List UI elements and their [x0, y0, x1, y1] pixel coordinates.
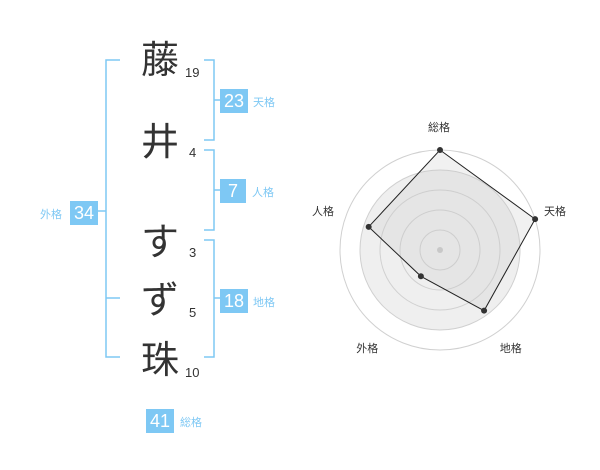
name-char-2: 井	[140, 120, 179, 164]
radar-axis-label-4: 外格	[356, 341, 379, 355]
radar-ring	[379, 189, 501, 311]
gaikaku-value: 34	[70, 201, 98, 225]
radar-ring	[419, 229, 461, 271]
name-char-1: 藤	[140, 38, 179, 82]
gaikaku-label: 外格	[40, 208, 62, 221]
stroke-count-3: 3	[189, 245, 197, 260]
radar-point-2	[532, 216, 539, 223]
radar-point-4	[417, 273, 424, 280]
radar-point-5	[365, 223, 372, 230]
radar-axis-label-1: 総格	[428, 121, 450, 134]
radar-point-1	[437, 147, 443, 153]
name-char-3: す	[140, 220, 179, 264]
radar-axis-label-5: 人格	[311, 205, 334, 219]
stroke-count-2: 4	[189, 145, 197, 160]
radar-point-3	[481, 307, 488, 314]
soukaku-label: 総格	[180, 416, 202, 429]
radar-series	[367, 149, 536, 312]
radar-ring	[359, 169, 521, 331]
jinkaku-value: 7	[220, 179, 246, 203]
jinkaku-label: 人格	[252, 186, 274, 199]
radar-axis-label-3: 地格	[499, 341, 522, 355]
stroke-count-5: 10	[185, 365, 200, 380]
name-char-4: ず	[140, 278, 179, 322]
radar-center-dot	[437, 247, 443, 253]
tenkaku-value: 23	[220, 89, 248, 113]
name-char-5: 珠	[140, 338, 179, 382]
tenkaku-label: 天格	[253, 96, 275, 109]
gaikaku-bracket	[105, 59, 120, 358]
chikaku-label: 地格	[253, 296, 275, 309]
chikaku-value: 18	[220, 289, 248, 313]
radar-axis-label-2: 天格	[544, 205, 567, 219]
radar-ring	[399, 209, 481, 291]
soukaku-value: 41	[146, 409, 174, 433]
stroke-count-1: 19	[185, 65, 200, 80]
stroke-count-4: 5	[189, 305, 197, 320]
